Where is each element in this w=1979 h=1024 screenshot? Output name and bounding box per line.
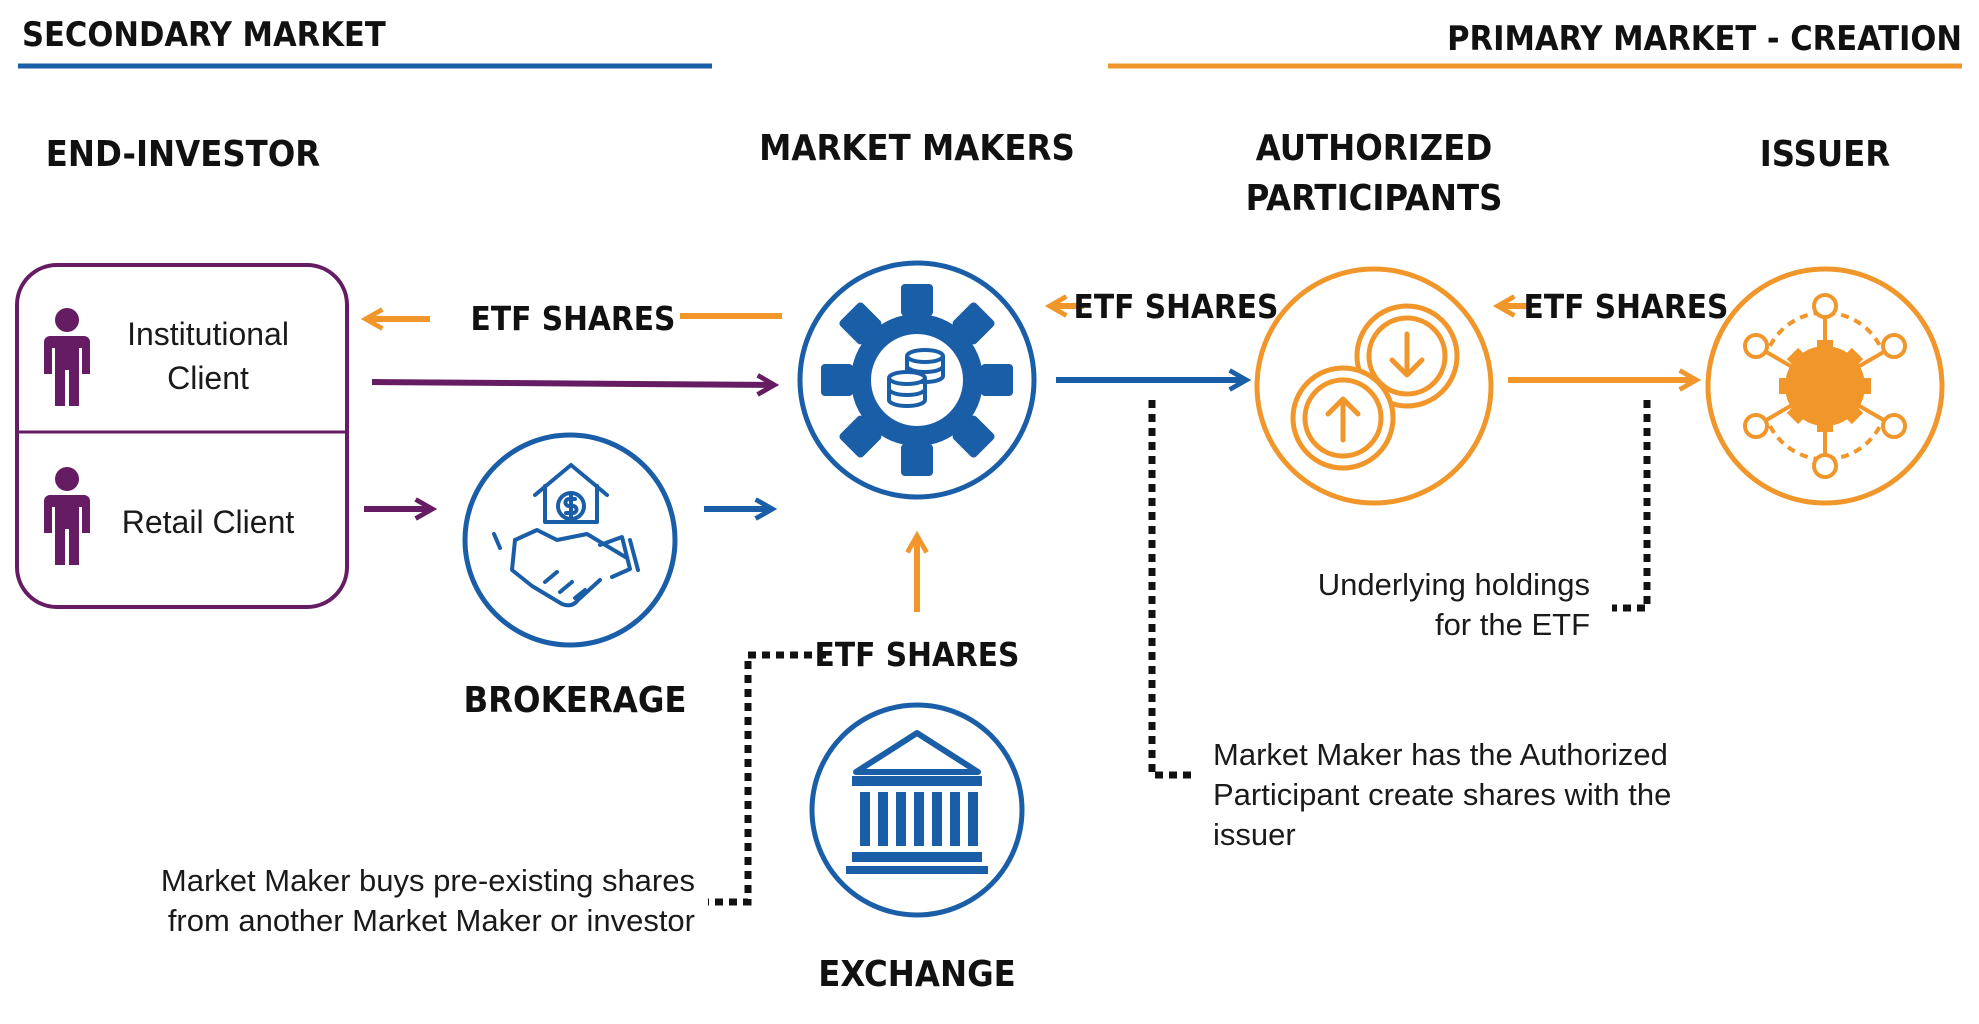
exchange-node [809, 702, 1025, 918]
person-icon [44, 308, 90, 406]
brokerage-node [462, 432, 678, 648]
institutional-client-label-line1: Institutional [127, 316, 289, 352]
retail-client-label: Retail Client [122, 504, 295, 540]
primary-market-header: PRIMARY MARKET - CREATION [1447, 19, 1962, 59]
buys-note-line2: from another Market Maker or investor [168, 903, 695, 938]
issuer-node [1705, 266, 1945, 506]
create-note-line2: Participant create shares with the [1213, 777, 1671, 812]
bank-building-icon [846, 730, 988, 874]
end-investor-box: Institutional Client Retail Client [15, 263, 349, 609]
issuer-heading: ISSUER [1760, 134, 1891, 175]
brokerage-circle [462, 432, 678, 648]
dotted-connector-buys [708, 651, 826, 906]
handshake-house-icon [492, 463, 640, 608]
create-note-line1: Market Maker has the Authorized [1213, 737, 1668, 772]
secondary-market-header: SECONDARY MARKET [22, 15, 386, 55]
dotted-connector-underlying [1612, 400, 1651, 612]
network-gear-icon [1743, 293, 1907, 479]
institutional-client-label-line2: Client [167, 360, 249, 396]
dotted-connector-create [1148, 400, 1192, 779]
market-makers-heading: MARKET MAKERS [759, 128, 1075, 169]
underlying-note-line2: for the ETF [1435, 607, 1590, 642]
etf-shares-label-exchange-mm: ETF SHARES [815, 635, 1020, 674]
create-note-line3: issuer [1213, 817, 1296, 852]
etf-shares-label-issuer-ap: ETF SHARES [1524, 287, 1729, 326]
person-icon [44, 467, 90, 565]
up-down-coins-icon [1290, 303, 1460, 471]
buys-note-line1: Market Maker buys pre-existing shares [161, 863, 695, 898]
authorized-heading-line1: AUTHORIZED [1256, 128, 1492, 169]
end-investor-heading: END-INVESTOR [46, 134, 321, 175]
market-makers-node [797, 260, 1037, 500]
etf-shares-label-ap-mm: ETF SHARES [1074, 287, 1279, 326]
etf-shares-label-mm-investor: ETF SHARES [471, 299, 676, 338]
brokerage-label: BROKERAGE [463, 680, 686, 721]
gear-coins-icon [821, 284, 1013, 476]
arrow-institutional-to-mm [371, 373, 780, 397]
underlying-note-line1: Underlying holdings [1318, 567, 1590, 602]
authorized-heading-line2: PARTICIPANTS [1246, 178, 1503, 219]
authorized-participants-node [1254, 266, 1494, 506]
exchange-label: EXCHANGE [818, 954, 1016, 995]
end-investor-frame [15, 263, 349, 609]
